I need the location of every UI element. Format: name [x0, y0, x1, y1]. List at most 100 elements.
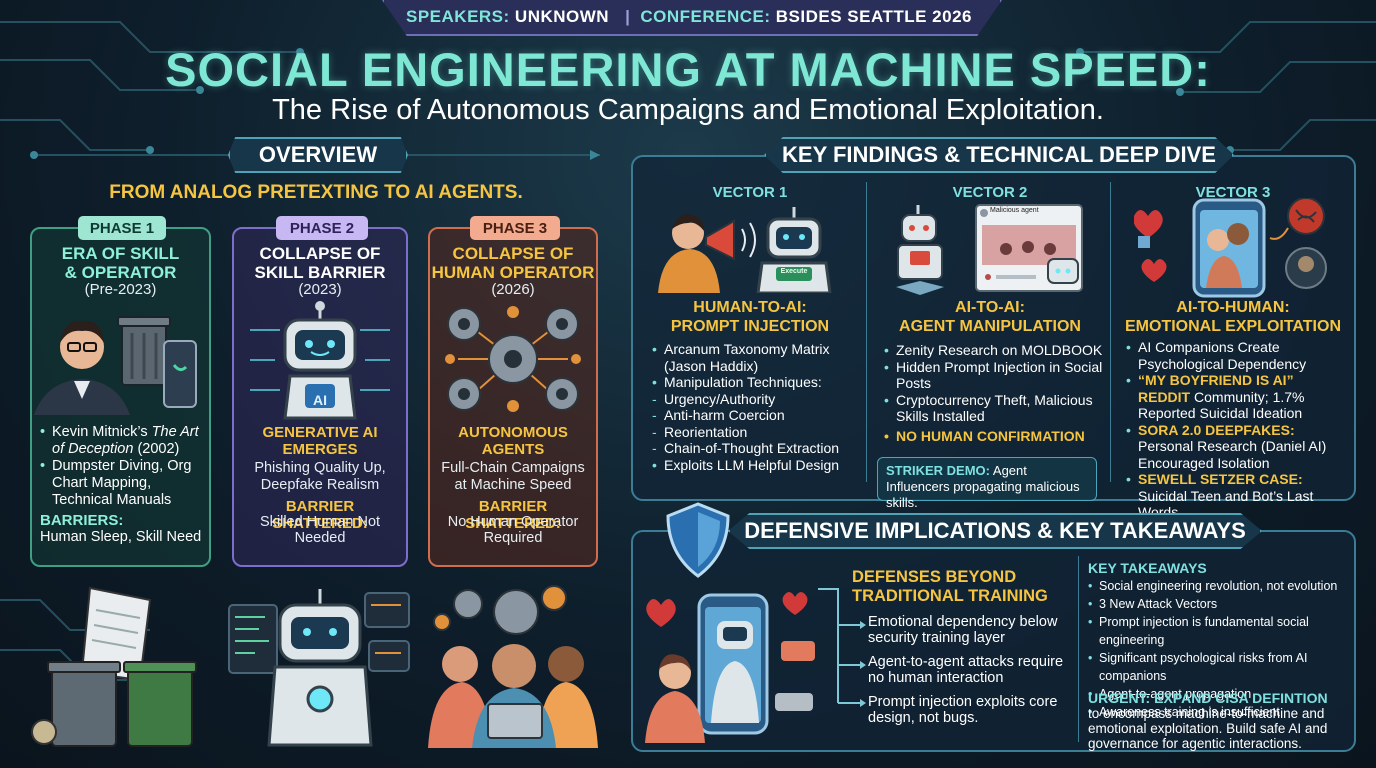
- coding-robot-illustration: [228, 589, 410, 747]
- urgent-heading: URGENT: EXPAND CISA DEFINTION: [1088, 690, 1328, 706]
- defense-item-1: Emotional dependency below security trai…: [868, 614, 1058, 646]
- takeaway-item: Agent-to-agent propagation: [1088, 685, 1354, 703]
- ai-chest-badge: AI: [313, 392, 327, 408]
- phase2-heading2: BARRIER SHATTERED:: [272, 498, 368, 532]
- defense-item-3: Prompt injection exploits core design, n…: [868, 694, 1058, 726]
- phase3-heading1: AUTONOMOUS AGENTS: [458, 424, 568, 458]
- takeaway-item: Awareness training is insufficient: [1088, 703, 1354, 721]
- phase1-bullet-mitnick: Kevin Mitnick’s The Art of Deception (20…: [40, 424, 206, 458]
- phase2-heading1: GENERATIVE AI EMERGES: [262, 424, 378, 458]
- vector2-list-item: Zenity Research on MOLDBOOK: [884, 342, 1104, 359]
- phase1-title-line1: ERA OF SKILL: [61, 244, 180, 263]
- vector2-list-item: Hidden Prompt Injection in Social Posts: [884, 359, 1104, 392]
- takeaway-item: Prompt injection is fundamental social e…: [1088, 613, 1354, 649]
- phase3-year: (2026): [491, 281, 535, 298]
- speakers-key: SPEAKERS:: [406, 7, 510, 26]
- takeaway-item: Social engineering revolution, not evolu…: [1088, 577, 1354, 595]
- person-head: [60, 325, 104, 369]
- vector1-list-item: Chain-of-Thought Extraction: [652, 440, 862, 457]
- phase1-pill: PHASE 1: [78, 216, 166, 240]
- emotional-exploitation-illustration: [1134, 198, 1327, 298]
- vector1-title-line1: HUMAN-TO-AI:: [693, 299, 807, 316]
- companion-phone-illustration: [645, 592, 815, 743]
- defenses-heading-line2: TRADITIONAL TRAINING: [852, 587, 1048, 605]
- mitnick-illustration: [34, 316, 197, 415]
- shield-icon: [666, 502, 730, 578]
- vector3-title-line1: AI-TO-HUMAN:: [1176, 299, 1290, 316]
- takeaway-item: 3 New Attack Vectors: [1088, 595, 1354, 613]
- phase2-title-line1: COLLAPSE OF: [259, 244, 381, 263]
- vector3-item-reddit: “MY BOYFRIEND IS AI” REDDIT Community; 1…: [1126, 372, 1348, 422]
- phase1-title: ERA OF SKILL & OPERATOR: [30, 244, 211, 282]
- broken-heart-icon-left: [646, 599, 676, 627]
- phase3-heading2: BARRIER SHATTERED:: [465, 498, 561, 532]
- vector1-label: VECTOR 1: [712, 184, 788, 201]
- findings-tab: KEY FINDINGS & TECHNICAL DEEP DIVE: [764, 137, 1234, 173]
- banner-separator: |: [625, 7, 631, 26]
- key-takeaways-heading: KEY TAKEAWAYS: [1088, 560, 1207, 576]
- vector2-list: Zenity Research on MOLDBOOKHidden Prompt…: [884, 342, 1104, 425]
- vector1-list-item: Manipulation Techniques:: [652, 374, 862, 391]
- defense-connector-lines: [818, 588, 866, 707]
- post-author-label: Malicious agent: [990, 207, 1039, 214]
- phase3-text1: Full-Chain Campaigns at Machine Speed: [441, 460, 585, 493]
- vector2-title-line2: AGENT MANIPULATION: [899, 318, 1081, 335]
- striker-demo-box: STRIKER DEMO: Agent Influencers propagat…: [877, 457, 1097, 510]
- vector3-item-sora: SORA 2.0 DEEPFAKES:Personal Research (Da…: [1126, 422, 1348, 472]
- conference-value: BSIDES SEATTLE 2026: [775, 7, 972, 26]
- phase2-title: COLLAPSE OF SKILL BARRIER: [232, 244, 408, 282]
- vector1-list-item: Exploits LLM Helpful Design: [652, 457, 862, 474]
- page-title: SOCIAL ENGINEERING AT MACHINE SPEED:: [165, 43, 1211, 96]
- vector3-title-line2: EMOTIONAL EXPLOITATION: [1125, 318, 1341, 335]
- agent-manipulation-illustration: [896, 204, 1083, 295]
- overview-heading: FROM ANALOG PRETEXTING TO AI AGENTS.: [109, 182, 523, 203]
- phase2-year: (2023): [298, 281, 342, 298]
- ai-robot-icon: [250, 301, 390, 420]
- vector3-item-companions: AI Companions Create Psychological Depen…: [1126, 339, 1348, 372]
- phase1-barriers-heading: BARRIERS:: [40, 512, 124, 529]
- striker-demo-heading: STRIKER DEMO:: [886, 463, 990, 478]
- broken-heart-icon: [1134, 210, 1163, 238]
- megaphone-robot-illustration: [658, 207, 832, 293]
- overview-tab: OVERVIEW: [228, 137, 408, 173]
- phase1-title-line2: & OPERATOR: [64, 263, 177, 282]
- phase3-title: COLLAPSE OF HUMAN OPERATOR: [428, 244, 598, 282]
- event-banner: SPEAKERS: UNKNOWN | CONFERENCE: BSIDES S…: [382, 0, 1002, 36]
- urgent-text: to encompass machine-to-machine and emot…: [1088, 706, 1328, 751]
- code-window-icon: [228, 604, 278, 674]
- vector3-label: VECTOR 3: [1195, 184, 1271, 201]
- vector-divider-2: [1110, 182, 1111, 482]
- phase1-bullet-dumpster: Dumpster Diving, Org Chart Mapping, Tech…: [40, 458, 206, 509]
- vector2-title: AI-TO-AI: AGENT MANIPULATION: [876, 298, 1104, 336]
- vector2-title-line1: AI-TO-AI:: [955, 299, 1025, 316]
- phase2-pill: PHASE 2: [276, 216, 368, 240]
- vector1-list-item: Reorientation: [652, 424, 862, 441]
- vector-divider-1: [866, 182, 867, 482]
- key-takeaways-list: Social engineering revolution, not evolu…: [1088, 577, 1354, 721]
- vector1-title: HUMAN-TO-AI: PROMPT INJECTION: [640, 298, 860, 336]
- phase3-title-line1: COLLAPSE OF: [452, 244, 574, 263]
- megaphone-icon: [705, 219, 735, 261]
- phase1-year: (Pre-2023): [84, 281, 157, 298]
- defense-divider: [1078, 556, 1079, 742]
- phase3-title-line2: HUMAN OPERATOR: [431, 263, 595, 282]
- defense-tab: DEFENSIVE IMPLICATIONS & KEY TAKEAWAYS: [728, 513, 1262, 549]
- gears-network-icon: [445, 306, 581, 412]
- defenses-heading: DEFENSES BEYOND TRADITIONAL TRAINING: [852, 568, 1048, 606]
- phase1-barriers-text: Human Sleep, Skill Need: [40, 529, 202, 545]
- vector1-title-line2: PROMPT INJECTION: [670, 318, 830, 335]
- vector3-list: AI Companions Create Psychological Depen…: [1126, 339, 1348, 521]
- team-laptop-illustration: [428, 585, 598, 748]
- conference-key: CONFERENCE:: [640, 7, 771, 26]
- vector1-list-item: Urgency/Authority: [652, 391, 862, 408]
- vector2-list-item: Cryptocurrency Theft, Malicious Skills I…: [884, 392, 1104, 425]
- vector3-title: AI-TO-HUMAN: EMOTIONAL EXPLOITATION: [1120, 298, 1346, 336]
- gray-bin-icon: [51, 669, 117, 747]
- robot-screen-text: Execute: [780, 268, 808, 275]
- phase2-text2: Skilled Human Not Needed: [259, 514, 381, 546]
- vector2-highlight: • NO HUMAN CONFIRMATION: [884, 428, 1085, 444]
- takeaway-item: Significant psychological risks from AI …: [1088, 649, 1354, 685]
- speakers-value: UNKNOWN: [514, 7, 610, 26]
- defense-item-2: Agent-to-agent attacks require no human …: [868, 654, 1064, 686]
- vector1-list: Arcanum Taxonomy Matrix (Jason Haddix)Ma…: [652, 341, 862, 473]
